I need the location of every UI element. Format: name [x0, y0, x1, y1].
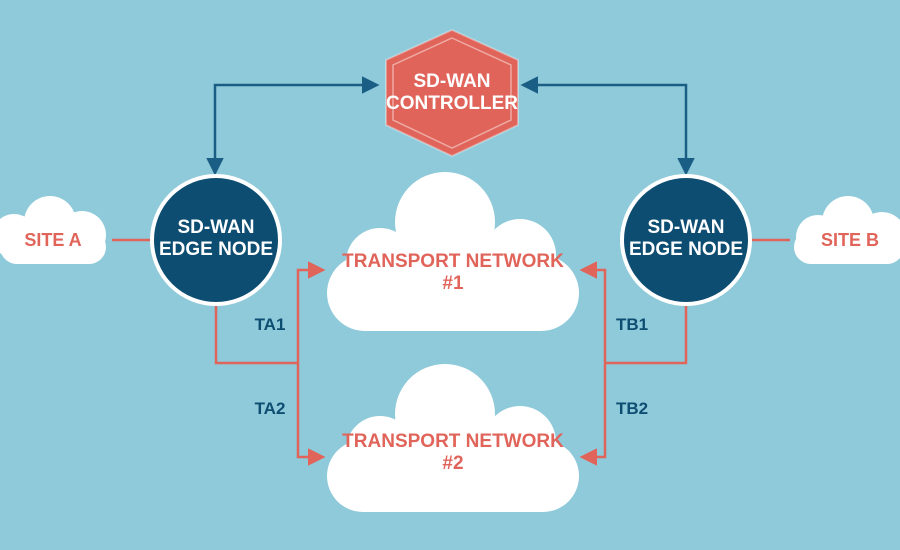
controller-link-a: [206, 76, 380, 176]
controller-hexagon: [385, 28, 519, 158]
transport-network-2-cloud: [327, 364, 579, 512]
controller-label-line2: CONTROLLER: [386, 93, 518, 114]
site-a-cloud: [0, 196, 106, 264]
link-label-tb2: TB2: [615, 399, 649, 419]
edge-node-a-circle: [150, 174, 282, 306]
site-b-label: SITE B: [820, 229, 879, 250]
link-ta-trunk: [214, 305, 298, 365]
edge-node-b-line2: EDGE NODE: [628, 239, 744, 260]
link-ta1: [296, 261, 326, 363]
link-tb-trunk: [605, 305, 688, 365]
controller-link-b: [520, 76, 695, 176]
link-label-ta2: TA2: [254, 399, 286, 419]
edge-node-b-label: SD-WAN EDGE NODE: [626, 208, 746, 270]
link-tb2: [579, 363, 607, 466]
link-ta2: [296, 363, 326, 466]
controller-label: SD-WAN CONTROLLER: [386, 62, 518, 124]
transport-network-1-cloud: [327, 172, 579, 331]
link-label-tb1: TB1: [615, 315, 649, 335]
controller-label-line1: SD-WAN: [413, 71, 491, 93]
transport-network-2-label: TRANSPORT NETWORK #2: [342, 431, 564, 474]
transport-network-1-label: TRANSPORT NETWORK #1: [342, 251, 564, 294]
edge-node-b-circle: [620, 174, 752, 306]
edge-node-b-line1: SD-WAN: [647, 217, 725, 239]
site-a-label: SITE A: [24, 229, 82, 250]
edge-node-a-line1: SD-WAN: [177, 217, 255, 239]
edge-node-a-line2: EDGE NODE: [158, 239, 274, 260]
link-label-ta1: TA1: [254, 315, 286, 335]
edge-node-a-label: SD-WAN EDGE NODE: [156, 208, 276, 270]
site-b-cloud: [794, 196, 900, 264]
link-tb1: [579, 261, 607, 363]
